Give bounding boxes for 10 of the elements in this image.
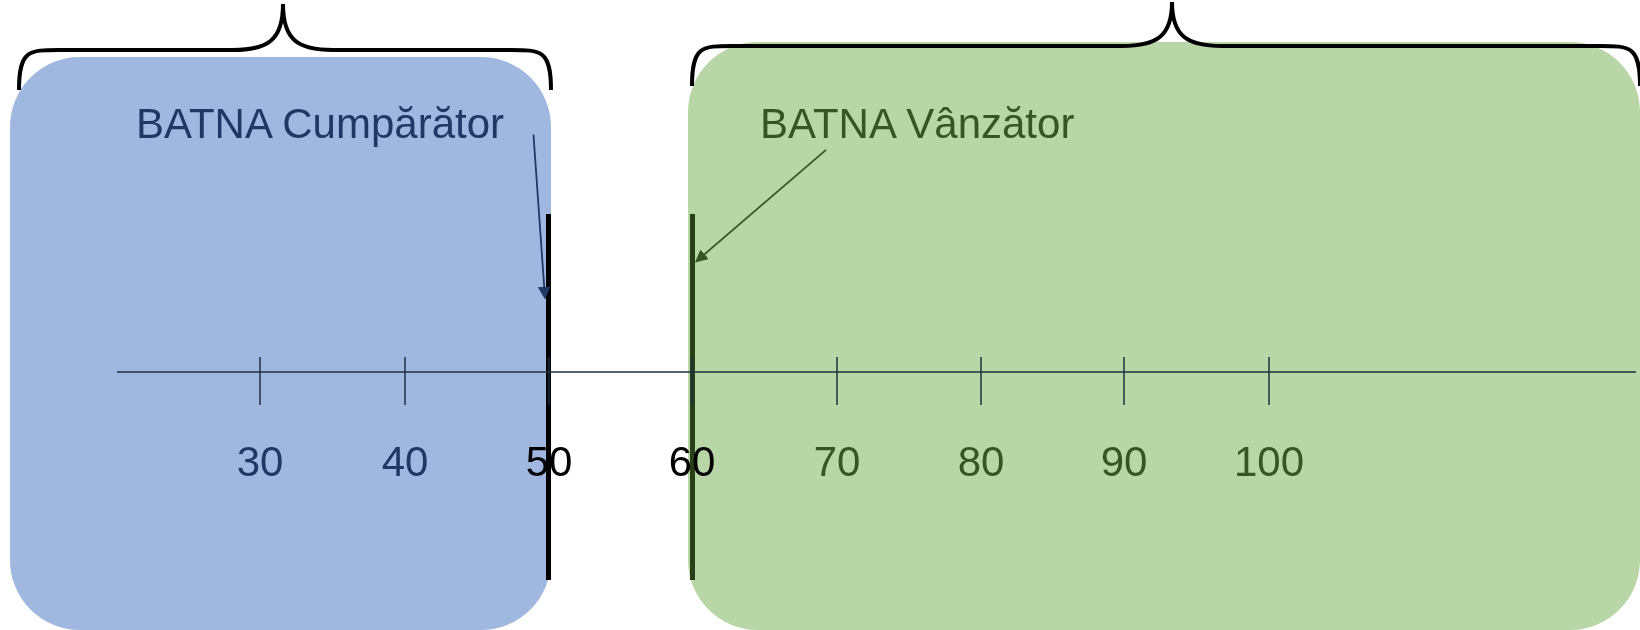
tick-label: 80 [957,438,1005,486]
leader-arrow [695,149,827,263]
tick-label: 30 [236,438,284,486]
tick-label: 100 [1233,438,1305,486]
tick-label: 90 [1100,438,1148,486]
leader-arrow [532,133,551,300]
tick-label: 70 [813,438,861,486]
tick-label: 40 [381,438,429,486]
zone-title: BATNA Cumpărător [136,100,504,148]
zone-title: BATNA Vânzător [760,100,1075,148]
